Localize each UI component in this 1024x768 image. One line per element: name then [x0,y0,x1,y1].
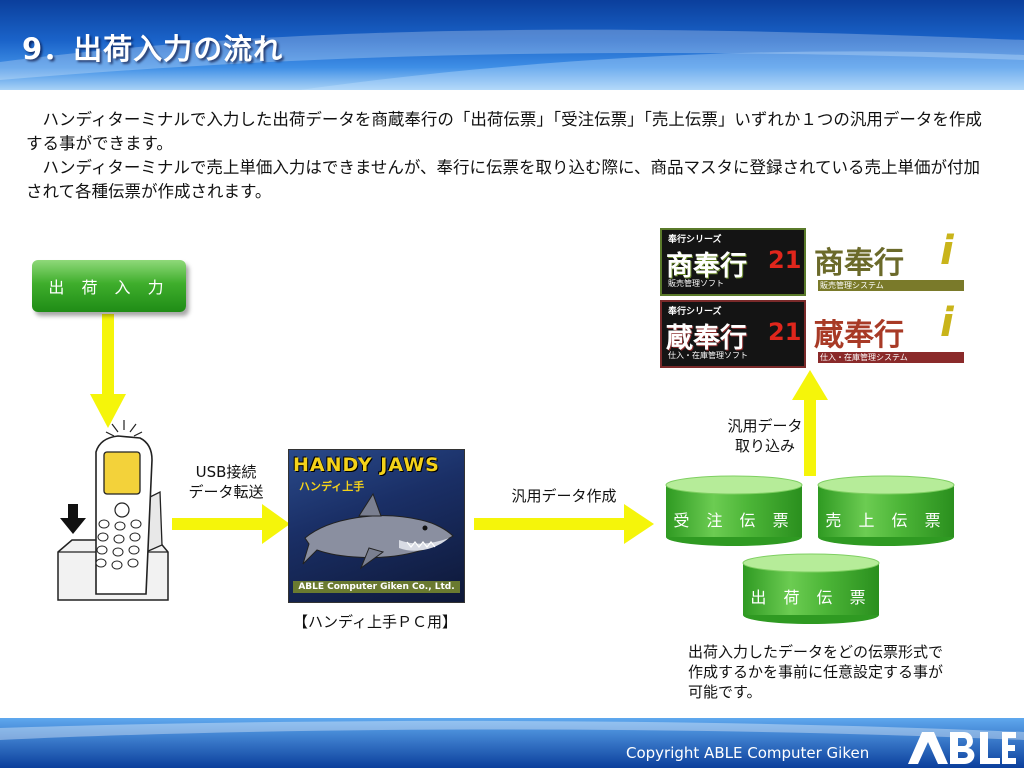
shipping-input-box: 出 荷 入 力 [32,260,186,312]
kura-bugyo-21-logo: 奉行シリーズ 蔵奉行 21 仕入・在庫管理ソフト [660,300,806,368]
shou21-number: 21 [768,246,802,274]
usb-label-line2: データ転送 [188,483,264,501]
usb-label-line1: USB接続 [195,463,257,481]
copyright-text: Copyright ABLE Computer Giken [626,744,870,762]
i-mark-icon: i [940,300,954,346]
arrow-down-icon [90,314,126,428]
shoui-subtitle: 販売管理システム [818,280,964,291]
software-subtitle: ハンディ上手 [299,480,365,493]
shipping-slip-label: 出 荷 伝 票 [750,588,872,607]
handheld-terminal-icon [57,420,169,601]
software-company: ABLE Computer Giken Co., Ltd. [293,581,460,593]
kurai-subtitle: 仕入・在庫管理システム [818,352,964,363]
software-caption: 【ハンディ上手ＰＣ用】 [293,613,457,631]
shipping-slip-cylinder [742,553,880,624]
shou21-name: 商奉行 [666,251,747,282]
shou-bugyo-i-logo: 商奉行 i 販売管理システム [812,228,964,292]
sales-slip-cylinder [817,475,955,546]
handy-jaws-logo: HANDY JAWS ハンディ上手 ABLE Computer Giken Co… [288,449,465,603]
intro-paragraph-1: ハンディターミナルで入力した出荷データを商蔵奉行の「出荷伝票」「受注伝票」「売上… [26,110,982,153]
import-label-line1: 汎用データ [727,417,803,435]
usb-label: USB接続 データ転送 [186,462,266,502]
header-swoosh [0,29,1024,90]
note-line2: 作成するかを事前に任意設定する事が [688,663,944,681]
product-logos: 奉行シリーズ 商奉行 21 販売管理ソフト 商奉行 i 販売管理システム 奉行シ… [660,224,965,368]
create-data-label: 汎用データ作成 [511,487,617,505]
series-label: 奉行シリーズ [668,307,722,317]
arrow-up-icon [792,370,828,476]
able-logo [908,732,1016,764]
kura-bugyo-i-logo: 蔵奉行 i 仕入・在庫管理システム [812,300,964,364]
shark-icon [302,492,454,570]
note-line1: 出荷入力したデータをどの伝票形式で [688,643,944,661]
order-slip-label: 受 注 伝 票 [673,511,795,530]
header-banner: 9．出荷入力の流れ [0,0,1024,90]
import-label: 汎用データ 取り込み [722,416,808,456]
kurai-name: 蔵奉行 [814,318,904,353]
intro-paragraph-2: ハンディターミナルで売上単価入力はできませんが、奉行に伝票を取り込む際に、商品マ… [26,158,981,201]
arrow-right-icon [172,504,290,544]
sales-slip-label: 売 上 伝 票 [825,511,947,530]
setting-note: 出荷入力したデータをどの伝票形式で 作成するかを事前に任意設定する事が 可能です… [688,642,978,702]
i-mark-icon: i [940,228,954,274]
kura21-name: 蔵奉行 [666,323,747,354]
import-label-line2: 取り込み [734,437,795,455]
series-label: 奉行シリーズ [668,235,722,245]
kura21-subtitle: 仕入・在庫管理ソフト [668,351,748,360]
page-title: 9．出荷入力の流れ [22,32,284,66]
shou-bugyo-21-logo: 奉行シリーズ 商奉行 21 販売管理ソフト [660,228,806,296]
kura21-number: 21 [768,318,802,346]
footer-banner [0,718,1024,768]
order-slip-cylinder [665,475,803,546]
note-line3: 可能です。 [688,683,762,701]
software-title: HANDY JAWS [293,454,440,476]
intro-text: ハンディターミナルで入力した出荷データを商蔵奉行の「出荷伝票」「受注伝票」「売上… [26,108,996,204]
shou21-subtitle: 販売管理ソフト [668,279,724,288]
shoui-name: 商奉行 [814,246,904,281]
arrow-right-icon [474,504,654,544]
